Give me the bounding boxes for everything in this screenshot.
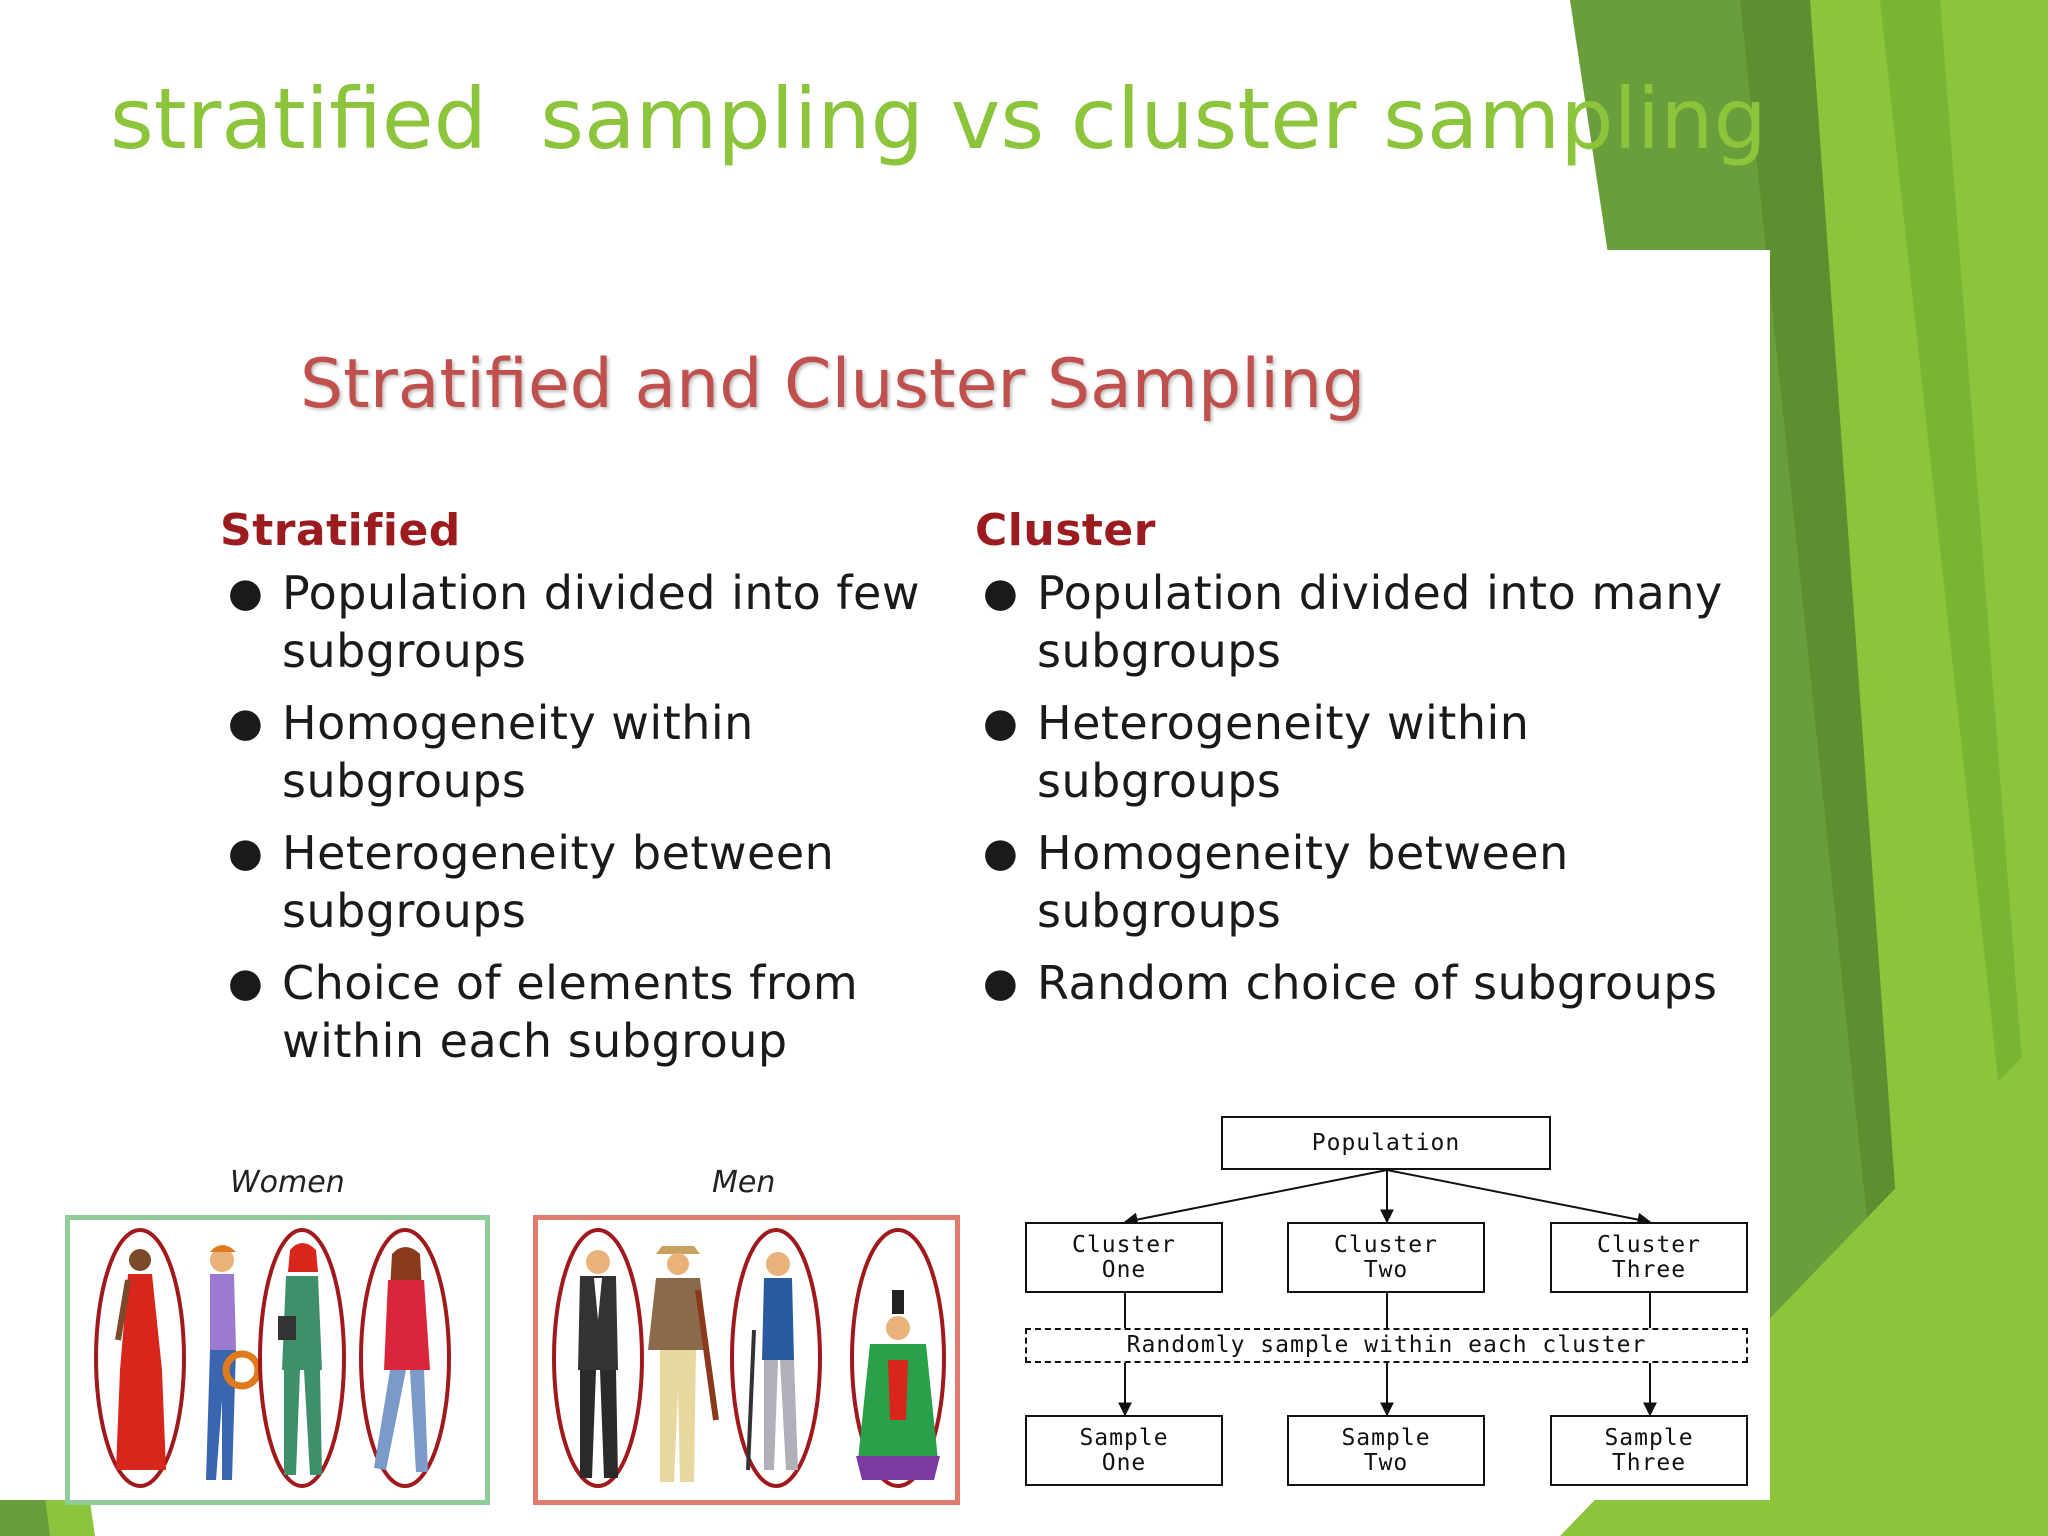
- bullet-text: Heterogeneity within subgroups: [1037, 696, 1530, 808]
- cluster-bullets: ●Population divided into many subgroups …: [975, 564, 1725, 1012]
- person-icon: [850, 1228, 946, 1488]
- cluster-one-box: Cluster One: [1025, 1222, 1223, 1293]
- population-box: Population: [1221, 1116, 1551, 1170]
- random-sample-step-box: Randomly sample within each cluster: [1025, 1328, 1748, 1363]
- list-item: ● Population divided into many subgroups: [975, 564, 1725, 680]
- bullet-icon: ●: [228, 570, 264, 616]
- list-item: ● Homogeneity between subgroups: [975, 824, 1725, 940]
- arrow-population-to-cluster-three: [1386, 1169, 1652, 1227]
- bullet-text: Homogeneity within subgroups: [282, 696, 754, 808]
- men-label: Men: [712, 1165, 776, 1200]
- person-icon: [730, 1228, 822, 1488]
- bullet-text: Random choice of subgroups: [1037, 956, 1718, 1010]
- bullet-text: Heterogeneity between subgroups: [282, 826, 835, 938]
- bullet-text: Population divided into few subgroups: [282, 566, 920, 678]
- person-icon: [359, 1228, 451, 1488]
- slide-title: stratified sampling vs cluster sampling: [110, 70, 1767, 168]
- bullet-icon: ●: [983, 830, 1019, 876]
- bullet-icon: ●: [983, 960, 1019, 1006]
- person-icon: [552, 1228, 644, 1488]
- women-figures: [94, 1228, 451, 1488]
- stratified-bullets: ● Population divided into few subgroups ●…: [220, 564, 940, 1070]
- cluster-three-box: Cluster Three: [1550, 1222, 1748, 1293]
- bullet-icon: ●: [228, 960, 264, 1006]
- person-icon: [648, 1246, 719, 1482]
- women-group-box: [65, 1215, 490, 1505]
- bullet-text: Choice of elements from within each subg…: [282, 956, 859, 1068]
- women-label: Women: [230, 1165, 345, 1200]
- bullet-text: Homogeneity between subgroups: [1037, 826, 1569, 938]
- bullet-icon: ●: [983, 570, 1019, 616]
- list-item: ● Heterogeneity within subgroups: [975, 694, 1725, 810]
- list-item: ● Homogeneity within subgroups: [220, 694, 940, 810]
- bullet-icon: ●: [228, 830, 264, 876]
- person-icon: [258, 1228, 346, 1488]
- bullet-text: Population divided into many subgroups: [1037, 566, 1723, 678]
- list-item: ● Random choice of subgroups: [975, 954, 1725, 1012]
- bullet-icon: ●: [228, 700, 264, 746]
- men-figures: [552, 1228, 946, 1488]
- bullet-icon: ●: [983, 700, 1019, 746]
- sample-one-box: Sample One: [1025, 1415, 1223, 1486]
- list-item: ● Heterogeneity between subgroups: [220, 824, 940, 940]
- person-icon: [206, 1245, 262, 1480]
- list-item: ● Choice of elements from within each sub…: [220, 954, 940, 1070]
- men-group-box: [533, 1215, 960, 1505]
- content-title: Stratified and Cluster Sampling: [300, 345, 1366, 424]
- stratified-heading: Stratified: [220, 505, 461, 556]
- cluster-column: Cluster ● Population divided into many su…: [975, 505, 1725, 1026]
- list-item: ● Population divided into few subgroups: [220, 564, 940, 680]
- cluster-two-box: Cluster Two: [1287, 1222, 1485, 1293]
- sample-three-box: Sample Three: [1550, 1415, 1748, 1486]
- arrow-population-to-cluster-one: [1123, 1169, 1388, 1227]
- person-icon: [94, 1228, 186, 1488]
- stratified-column: Stratified ● Population divided into few …: [220, 505, 940, 1084]
- sample-two-box: Sample Two: [1287, 1415, 1485, 1486]
- cluster-heading: Cluster: [975, 505, 1156, 556]
